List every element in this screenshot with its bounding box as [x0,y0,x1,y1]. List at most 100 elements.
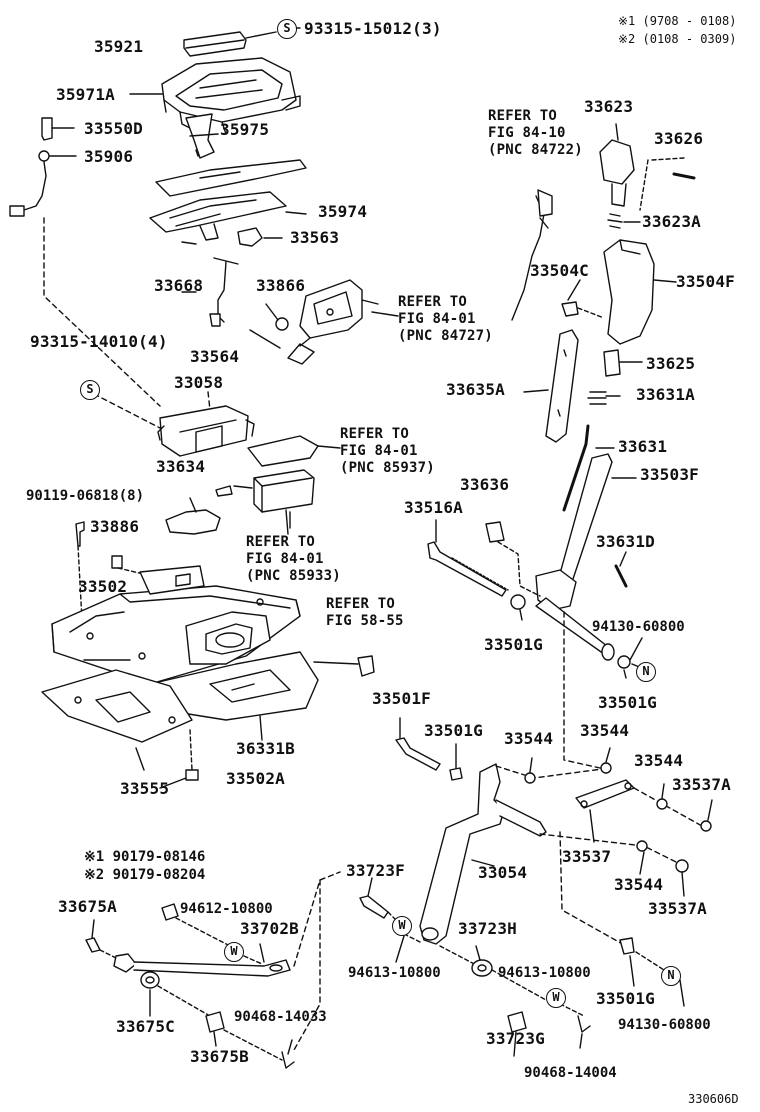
label-33544-c: 33544 [634,751,684,770]
symbol-w-3: W [546,988,566,1008]
label-33623A: 33623A [642,212,701,231]
label-35921: 35921 [94,37,144,56]
part-33623-shape [599,123,635,207]
part-35974-shape [149,159,307,241]
label-35975: 35975 [220,120,270,139]
label-94612-10800: 94612-10800 [180,901,273,917]
label-33634: 33634 [156,457,206,476]
label-33501G-a: 33501G [484,635,543,654]
label-33623: 33623 [584,97,634,116]
label-33501G-d: 33501G [596,989,655,1008]
label-33502: 33502 [78,577,128,596]
note-variant-1: ※1 90179-08146 [84,849,206,865]
label-33635A: 33635A [446,380,505,399]
label-33054: 33054 [478,863,528,882]
label-33516A: 33516A [404,498,463,517]
label-94130-60800-a: 94130-60800 [592,619,685,635]
part-33550D-shape [41,117,53,141]
symbol-s-1: S [277,19,297,39]
part-33564-shape [181,241,239,327]
solenoid-85933-shape [215,469,315,535]
label-33544-d: 33544 [614,875,664,894]
label-93315-14010: 93315-14010(4) [30,332,168,351]
label-33626: 33626 [654,129,704,148]
label-33675C: 33675C [116,1017,175,1036]
part-33702B-shape [113,943,291,977]
label-33723F: 33723F [346,861,405,880]
part-33054-shape [419,763,547,945]
part-33555-shape [41,669,193,771]
refer-to-fig-84-01-84727: REFER TO FIG 84-01 (PNC 84727) [398,294,493,344]
label-33502A: 33502A [226,769,285,788]
note-range-1: ※1 (9708 - 0108) [618,14,737,28]
label-33058: 33058 [174,373,224,392]
label-33625: 33625 [646,354,696,373]
refer-to-fig-84-01-85933: REFER TO FIG 84-01 (PNC 85933) [246,534,341,584]
label-33503F: 33503F [640,465,699,484]
refer-to-fig-84-10: REFER TO FIG 84-10 (PNC 84722) [488,108,583,158]
label-94613-10800-b: 94613-10800 [498,965,591,981]
refer-to-fig-58-55: REFER TO FIG 58-55 [326,596,404,629]
label-33886: 33886 [90,517,140,536]
diagram-id: 330606D [688,1092,739,1106]
refer-to-fig-84-01-85937: REFER TO FIG 84-01 (PNC 85937) [340,426,435,476]
label-33504C: 33504C [530,261,589,280]
symbol-n-2: N [661,966,681,986]
label-33501G-b: 33501G [598,693,657,712]
part-33537-shape [575,779,635,843]
cover-85937-shape [247,435,319,467]
label-33631D: 33631D [596,532,655,551]
label-33675B: 33675B [190,1047,249,1066]
label-33723G: 33723G [486,1029,545,1048]
part-33723H-shape [471,945,493,977]
note-range-2: ※2 (0108 - 0309) [618,32,737,46]
symbol-w-1: W [224,942,244,962]
label-94613-10800-a: 94613-10800 [348,965,441,981]
part-35975-shape [185,113,215,159]
label-33537A-b: 33537A [648,899,707,918]
label-33866: 33866 [256,276,306,295]
label-94130-60800-b: 94130-60800 [618,1017,711,1033]
label-35974: 35974 [318,202,368,221]
symbol-s-2: S [80,380,100,400]
part-33516A-shape [427,519,509,597]
label-33537: 33537 [562,847,612,866]
label-35906: 35906 [84,147,134,166]
label-33631A: 33631A [636,385,695,404]
label-33675A: 33675A [58,897,117,916]
part-33058-shape [157,405,255,457]
label-33544-b: 33544 [580,721,630,740]
label-33504F: 33504F [676,272,735,291]
label-93315-15012: 93315-15012(3) [304,19,442,38]
part-33634-shape [165,509,221,535]
bracket-84727-shape [287,279,379,365]
label-33723H: 33723H [458,919,517,938]
label-33550D: 33550D [84,119,143,138]
label-33631: 33631 [618,437,668,456]
label-33501G-c: 33501G [424,721,483,740]
label-33501F: 33501F [372,689,431,708]
part-33635A-shape [523,329,579,443]
label-33544-a: 33544 [504,729,554,748]
label-36331B: 36331B [236,739,295,758]
part-35971A-shape [161,57,301,135]
label-33564: 33564 [190,347,240,366]
label-33563: 33563 [290,228,340,247]
label-33537A-a: 33537A [672,775,731,794]
part-35921-shape [183,31,247,57]
label-33636: 33636 [460,475,510,494]
symbol-w-2: W [392,916,412,936]
label-33555: 33555 [120,779,170,798]
label-90468-14004: 90468-14004 [524,1065,617,1081]
label-90119-06818: 90119-06818(8) [26,488,145,504]
part-33504F-shape [603,239,677,345]
label-33668: 33668 [154,276,204,295]
part-35906-shape [9,150,50,217]
part-33563-shape [237,227,263,247]
label-35971A: 35971A [56,85,115,104]
label-90468-14033: 90468-14033 [234,1009,327,1025]
symbol-n-1: N [636,662,656,682]
note-variant-2: ※2 90179-08204 [84,867,206,883]
